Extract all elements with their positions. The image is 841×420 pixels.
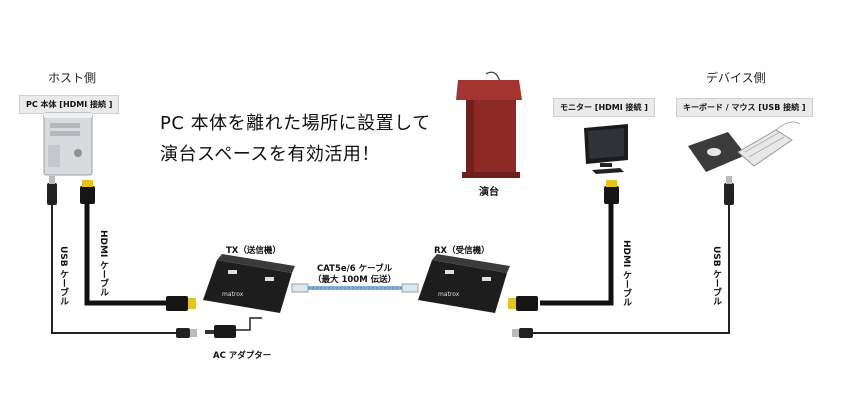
hdmi-cable-right-label: HDMI ケーブル [621, 240, 631, 307]
rx-brand-text: matrox [438, 291, 460, 298]
cat-cable-label-line-1: CAT5e/6 ケーブル [317, 264, 393, 274]
hdmi-cable-left-label: HDMI ケーブル [98, 230, 108, 297]
pc-tower-icon [43, 112, 93, 176]
cat-cable-label-line-2: （最大 100M 伝送） [313, 275, 397, 285]
headline-line-2: 演台スペースを有効活用！ [160, 144, 380, 165]
keyboard-mouse-tag: キーボード / マウス [USB 接続 ] [676, 98, 813, 117]
mouse-keyboard-icon [688, 121, 801, 172]
monitor-icon [584, 124, 628, 174]
usb-cable-right-icon [512, 176, 734, 338]
cat-cable-icon [291, 283, 419, 293]
rx-box-icon [418, 254, 510, 313]
usb-cable-left-label: USB ケーブル [58, 246, 68, 306]
hdmi-cable-right-icon [508, 180, 619, 311]
host-side-title: ホスト側 [48, 71, 97, 85]
usb-cable-right-label: USB ケーブル [711, 246, 721, 306]
podium-icon [456, 71, 522, 178]
ac-adapter-icon [205, 317, 262, 338]
hdmi-cable-left-icon [80, 180, 196, 311]
cat-cable-label: CAT5e/6 ケーブル （最大 100M 伝送） [313, 264, 396, 286]
monitor-tag: モニター [HDMI 接続 ] [553, 98, 655, 117]
headline-line-1: PC 本体を離れた場所に設置して [160, 113, 431, 134]
ac-adapter-label: AC アダプター [213, 351, 272, 361]
usb-cable-left-icon [47, 176, 197, 338]
tx-label: TX（送信機） [226, 246, 281, 256]
tx-box-icon [203, 254, 295, 313]
rx-label: RX（受信機） [434, 246, 490, 256]
podium-label: 演台 [479, 187, 499, 198]
tx-brand-text: matrox [222, 291, 244, 298]
device-side-title: デバイス側 [706, 71, 766, 85]
